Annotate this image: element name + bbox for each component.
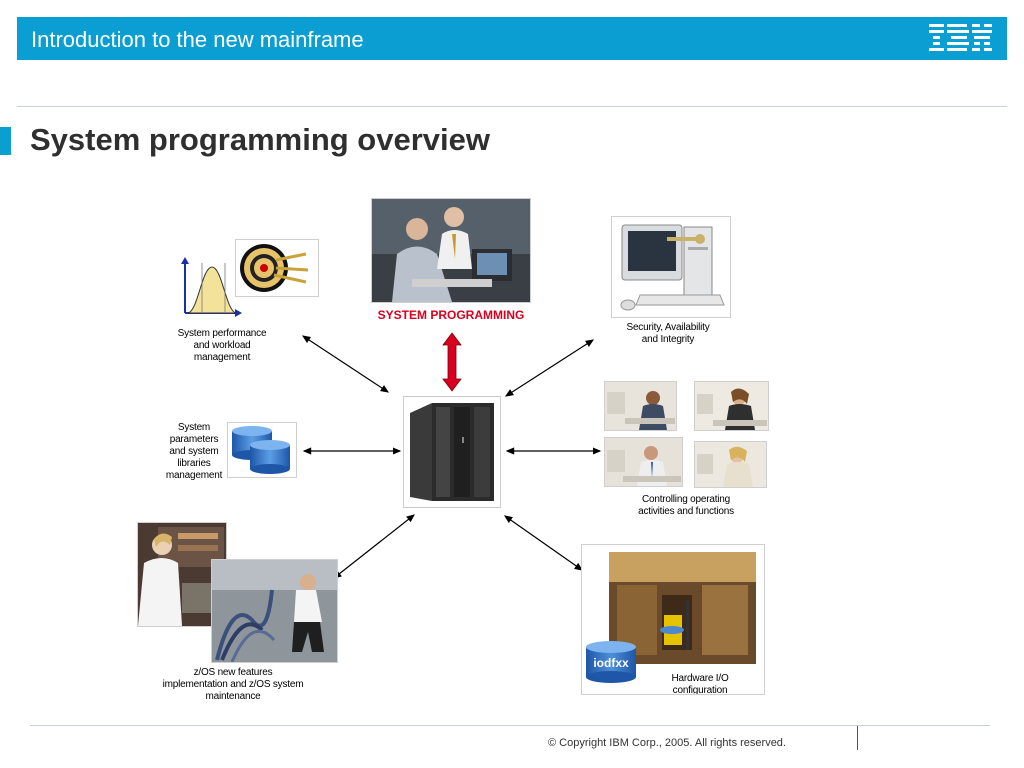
mainframe-server-icon	[403, 396, 501, 508]
hardware-io-panel: iodfxx Hardware I/O configuration	[581, 544, 765, 695]
header-divider	[17, 106, 1007, 107]
performance-label-line: System performance	[177, 328, 267, 339]
parameters-label-line: libraries	[177, 458, 211, 469]
performance-label-line: management	[193, 352, 251, 363]
parameters-label-line: System	[177, 422, 211, 433]
operator-photo	[694, 381, 769, 431]
footer-divider	[30, 725, 990, 726]
engineer-cables-photo	[211, 559, 338, 663]
title-accent-bar	[0, 127, 11, 155]
arrow-performance	[301, 335, 390, 393]
security-computer-photo	[611, 216, 731, 318]
operator-photo	[694, 441, 767, 488]
system-programming-label: SYSTEM PROGRAMMING	[377, 308, 525, 322]
zos-label-line: maintenance	[205, 691, 261, 702]
red-double-arrow	[442, 332, 462, 392]
slide-title: System programming overview	[30, 122, 490, 157]
header-bar: Introduction to the new mainframe	[17, 17, 1007, 60]
security-label-line: and Integrity	[641, 334, 695, 345]
performance-chart-icon	[180, 255, 242, 317]
hardware-label-line: Hardware I/O	[671, 673, 729, 684]
header-title: Introduction to the new mainframe	[31, 27, 364, 52]
performance-label-line: and workload	[193, 340, 251, 351]
system-programmers-photo	[371, 198, 531, 303]
arrow-hardware	[504, 515, 583, 571]
iodf-disk-label: iodfxx	[593, 656, 629, 670]
operator-photo	[604, 381, 677, 431]
zos-label: z/OS new features implementation and z/O…	[148, 667, 318, 703]
operations-label: Controlling operating activities and fun…	[620, 494, 752, 518]
performance-label: System performance and workload manageme…	[160, 328, 284, 364]
operations-label-line: Controlling operating	[641, 494, 731, 505]
copyright-text: © Copyright IBM Corp., 2005. All rights …	[548, 737, 786, 749]
footer-vertical-divider	[857, 726, 858, 750]
zos-label-line: implementation and z/OS system	[162, 679, 304, 690]
hardware-label: Hardware I/O configuration	[658, 673, 742, 695]
parameters-label-line: and system	[169, 446, 219, 457]
security-label-line: Security, Availability	[626, 322, 710, 333]
parameters-label-line: parameters	[169, 434, 219, 445]
ibm-logo	[929, 24, 992, 51]
arrow-security	[504, 339, 595, 397]
zos-label-line: z/OS new features	[193, 667, 273, 678]
security-label: Security, Availability and Integrity	[608, 322, 728, 346]
arrow-zos	[333, 514, 415, 579]
hardware-label-line: configuration	[672, 685, 728, 695]
disk-libraries-icon	[227, 422, 297, 478]
parameters-label: System parameters and system libraries m…	[157, 422, 231, 482]
dartboard-icon	[235, 239, 319, 297]
parameters-label-line: management	[165, 470, 223, 481]
operations-label-line: activities and functions	[638, 506, 734, 517]
operator-photo	[604, 437, 683, 487]
iodf-disk-icon: iodfxx	[584, 640, 638, 684]
